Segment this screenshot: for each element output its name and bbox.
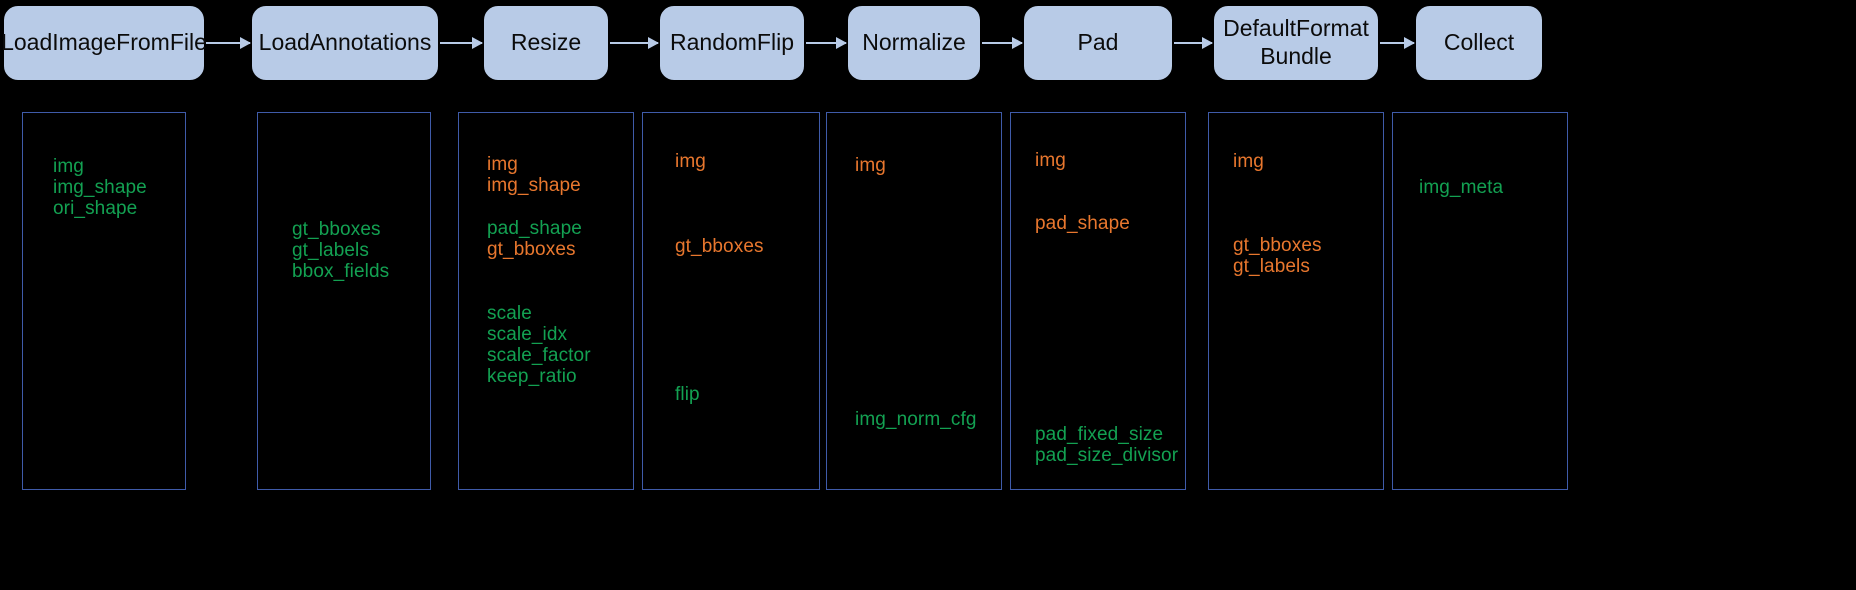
stage-label: Resize	[510, 29, 582, 56]
stage-label: LoadAnnotations	[258, 29, 432, 56]
key-item: pad_shape	[1035, 213, 1130, 234]
key-item: scale	[487, 303, 532, 324]
key-item: img_shape	[53, 177, 147, 198]
key-item: gt_bboxes	[1233, 235, 1322, 256]
key-item: gt_bboxes	[487, 239, 576, 260]
stage-box-pad[interactable]: Pad	[1024, 6, 1172, 80]
key-item: keep_ratio	[487, 366, 577, 387]
stage-box-normalize[interactable]: Normalize	[848, 6, 980, 80]
key-item: img	[675, 151, 706, 172]
key-item: pad_size_divisor	[1035, 445, 1179, 466]
key-item: img_meta	[1419, 177, 1504, 198]
key-item: gt_bboxes	[292, 219, 381, 240]
stage-box-loadimagefromfile[interactable]: LoadImageFromFile	[1, 6, 207, 80]
key-item: pad_fixed_size	[1035, 424, 1164, 445]
stage-box-resize[interactable]: Resize	[484, 6, 608, 80]
stage-label: Normalize	[862, 29, 966, 56]
key-item: ori_shape	[53, 198, 138, 219]
key-column-randomflip: img gt_bboxes flip	[642, 112, 820, 490]
key-item: scale_factor	[487, 345, 591, 366]
key-column-defaultformatbundle: img gt_bboxes gt_labels	[1208, 112, 1384, 490]
key-column-loadannotations: gt_bboxes gt_labels bbox_fields	[257, 112, 431, 490]
key-column-pad: img pad_shape pad_fixed_size pad_size_di…	[1010, 112, 1186, 490]
key-item: img	[855, 155, 886, 176]
stage-box-loadannotations[interactable]: LoadAnnotations	[252, 6, 438, 80]
stage-label: Pad	[1077, 29, 1119, 56]
stage-box-collect[interactable]: Collect	[1416, 6, 1542, 80]
key-item: pad_shape	[487, 218, 582, 239]
key-item: scale_idx	[487, 324, 568, 345]
key-item: img	[487, 154, 518, 175]
arrow-loadannotations-to-resize	[440, 42, 482, 44]
key-item: gt_labels	[1233, 256, 1310, 277]
key-item: flip	[675, 384, 700, 405]
key-item: bbox_fields	[292, 261, 390, 282]
key-item: img	[53, 156, 84, 177]
stage-box-randomflip[interactable]: RandomFlip	[660, 6, 804, 80]
arrow-pad-to-defaultformatbundle	[1174, 42, 1212, 44]
stage-label: DefaultFormat Bundle	[1223, 15, 1369, 69]
key-column-collect: img_meta	[1392, 112, 1568, 490]
stage-label: LoadImageFromFile	[1, 29, 207, 56]
key-column-normalize: img img_norm_cfg	[826, 112, 1002, 490]
key-column-resize: img img_shape pad_shape gt_bboxes scale …	[458, 112, 634, 490]
arrow-loadimagefromfile-to-loadannotations	[206, 42, 250, 44]
key-item: img_norm_cfg	[855, 409, 977, 430]
arrow-randomflip-to-normalize	[806, 42, 846, 44]
key-column-loadimagefromfile: img img_shape ori_shape	[22, 112, 186, 490]
key-item: img	[1035, 150, 1066, 171]
key-item: gt_labels	[292, 240, 369, 261]
stage-box-defaultformatbundle[interactable]: DefaultFormat Bundle	[1214, 6, 1378, 80]
stage-label: Collect	[1443, 29, 1515, 56]
key-item: img_shape	[487, 175, 581, 196]
arrow-normalize-to-pad	[982, 42, 1022, 44]
arrow-resize-to-randomflip	[610, 42, 658, 44]
key-item: img	[1233, 151, 1264, 172]
arrow-defaultformatbundle-to-collect	[1380, 42, 1414, 44]
key-item: gt_bboxes	[675, 236, 764, 257]
stage-label: RandomFlip	[670, 29, 794, 56]
